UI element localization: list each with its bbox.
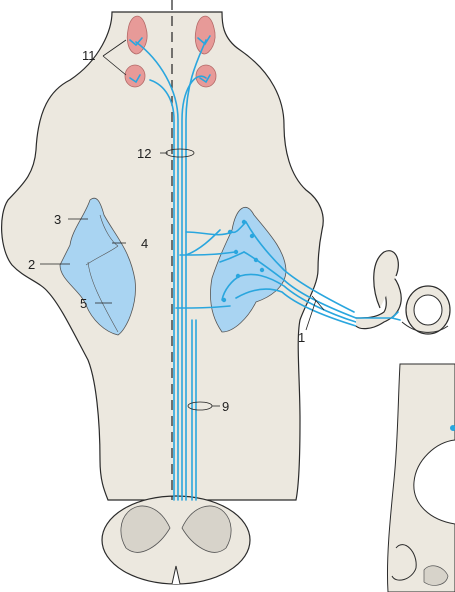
label-11: 11: [82, 48, 96, 63]
label-3: 3: [54, 212, 61, 227]
inset-panel: [387, 364, 455, 592]
label-12: 12: [137, 146, 151, 161]
label-9: 9: [222, 399, 229, 414]
label-5: 5: [80, 296, 87, 311]
spinal-cord-section: [102, 496, 250, 584]
label-4: 4: [141, 236, 148, 251]
label-1: 1: [298, 330, 305, 345]
label-2: 2: [28, 257, 35, 272]
inner-ear-labyrinth: [356, 251, 450, 334]
